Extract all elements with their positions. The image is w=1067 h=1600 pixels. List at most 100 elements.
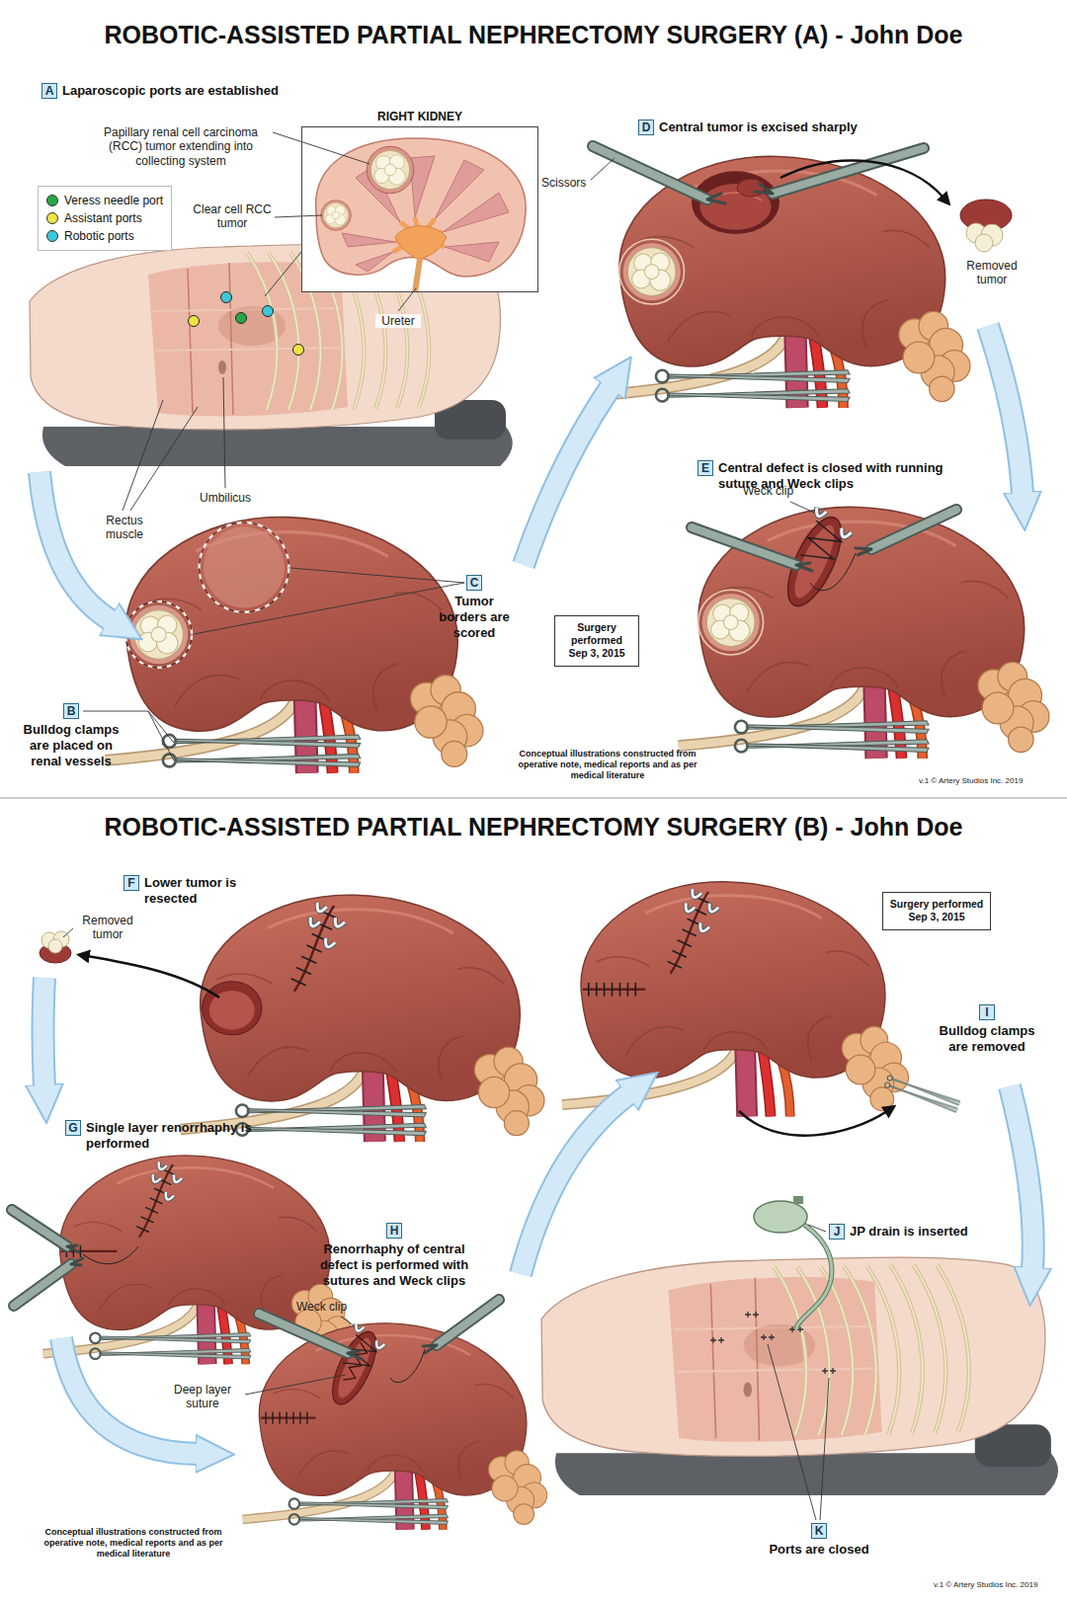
step-caption: Lower tumor is resected: [144, 875, 244, 907]
kidney-panel-i: [562, 882, 908, 1118]
patient-torso-closed: [744, 1312, 759, 1318]
flow-arrows: [43, 978, 46, 1087]
leader-lines-a: [122, 400, 198, 511]
kidney-panel-i: [884, 1074, 961, 1113]
kidney-panel-c: [105, 517, 484, 774]
kidney-section: [414, 258, 420, 293]
kidney-panel-e: [691, 527, 797, 566]
flow-arrows: [523, 387, 611, 566]
flow-arrows: [520, 1094, 629, 1275]
flow-arrows: [39, 472, 111, 621]
flow-arrows: [1009, 1086, 1034, 1270]
kidney-panel-i: [656, 885, 723, 981]
kidney-panel-g: [11, 1155, 351, 1365]
flow-arrows: [987, 326, 1023, 494]
patient-torso: [188, 316, 200, 328]
inset-frame: RIGHT KIDNEY: [301, 126, 539, 293]
kidney-panel-c: [193, 568, 465, 635]
kidney-panel-g: [71, 1258, 83, 1266]
flow-arrows: [43, 978, 46, 1087]
footnote: Conceptual illustrations constructed fro…: [34, 1527, 233, 1560]
specimen-label: Removed tumor: [956, 258, 1028, 288]
step-caption: Bulldog clamps are removed: [928, 1023, 1046, 1056]
patient-torso: [188, 292, 305, 356]
step-caption: Laparoscopic ports are established: [62, 82, 279, 99]
legend-swatch: [46, 230, 59, 243]
kidney-panel-d: [619, 239, 685, 305]
patient-torso-closed: [710, 1337, 725, 1344]
flow-arrows: [39, 472, 111, 621]
kidney-panel-f: [39, 895, 545, 1143]
kidney-panel-e: [678, 501, 1050, 759]
step-letter: A: [45, 84, 55, 97]
legend-text: Veress needle port: [64, 193, 164, 208]
kidney-panel-h: [422, 1345, 437, 1354]
kidney-panel-d: [966, 223, 1003, 252]
kidney-panel-c: [199, 522, 290, 613]
kidney-section: [366, 146, 414, 194]
flow-arrows: [523, 387, 611, 566]
kidney-panel-g: [11, 1210, 68, 1247]
step-badge: CTumor borders are scored: [466, 574, 483, 591]
kidney-panel-i: [738, 1111, 888, 1137]
kidney-panel-e: [678, 506, 1050, 759]
flow-arrows: [987, 326, 1023, 494]
kidney-panel-e: [698, 589, 764, 656]
kidney-panel-h: [258, 1313, 348, 1354]
kidney-panel-e: [735, 721, 929, 753]
legend-text: Assistant ports: [64, 211, 143, 226]
step-letter: D: [642, 121, 652, 134]
step-caption: Single layer renorrhaphy is performed: [85, 1120, 284, 1152]
patient-torso-closed: [808, 1225, 826, 1232]
anatomy-label: Ureter: [375, 314, 421, 329]
patient-torso-closed: [541, 1196, 1059, 1521]
date-box: Surgery performed Sep 3, 2015: [882, 892, 991, 931]
kidney-panel-h: [347, 1351, 362, 1360]
kidney-panel-g: [13, 1264, 72, 1307]
step-caption: Ports are closed: [768, 1542, 869, 1559]
kidney-panel-c: [125, 601, 192, 668]
flow-arrows: [520, 1094, 629, 1275]
kidney-section: [316, 138, 527, 277]
step-badge: HRenorrhaphy of central defect is perfor…: [386, 1223, 403, 1239]
legend: Veress needle portAssistant portsRobotic…: [37, 185, 172, 251]
patient-torso-closed: [796, 1225, 832, 1330]
step-letter: H: [390, 1225, 400, 1237]
kidney-panel-i: [562, 882, 908, 1118]
step-badge: KPorts are closed: [811, 1523, 827, 1540]
kidney-section: [395, 226, 447, 259]
step-caption: JP drain is inserted: [849, 1224, 969, 1240]
kidney-panel-c: [82, 517, 484, 774]
kidney-panel-h: [260, 1412, 317, 1425]
step-badge: JJP drain is inserted: [828, 1224, 845, 1240]
legend-swatch: [46, 212, 59, 225]
kidney-section: [301, 126, 539, 293]
clip-label: Weck clip: [296, 1300, 347, 1314]
kidney-section: [444, 242, 499, 262]
kidney-panel-h: [243, 1323, 548, 1531]
legend-text: Robotic ports: [64, 229, 135, 244]
step-letter: G: [68, 1122, 78, 1135]
tumor-label: Clear cell RCC tumor: [192, 202, 272, 232]
patient-torso: [236, 313, 247, 325]
kidney-panel-h: [245, 1375, 346, 1396]
kidney-section: [341, 233, 396, 247]
patient-torso-closed: [796, 1225, 832, 1330]
kidney-section: [355, 251, 394, 272]
step-caption: Renorrhaphy of central defect is perform…: [305, 1241, 484, 1290]
kidney-panel-e: [678, 506, 1050, 759]
copyright: v.1 © Artery Studios Inc. 2019: [918, 776, 1023, 787]
kidney-section: [321, 200, 352, 232]
legend-row: Assistant ports: [46, 209, 164, 228]
flow-arrows: [1009, 1086, 1034, 1270]
leader-lines-a: [264, 251, 302, 297]
kidney-panel-d: [622, 242, 681, 301]
step-letter: E: [701, 462, 710, 475]
step-letter: K: [815, 1525, 824, 1538]
date-box: Surgery performed Sep 3, 2015: [554, 615, 640, 667]
anatomy-label: Rectus muscle: [93, 513, 156, 543]
kidney-panel-c: [105, 517, 484, 774]
kidney-panel-g: [82, 1246, 139, 1265]
kidney-section: [442, 192, 509, 233]
anatomy-label: Umbilicus: [189, 491, 261, 505]
